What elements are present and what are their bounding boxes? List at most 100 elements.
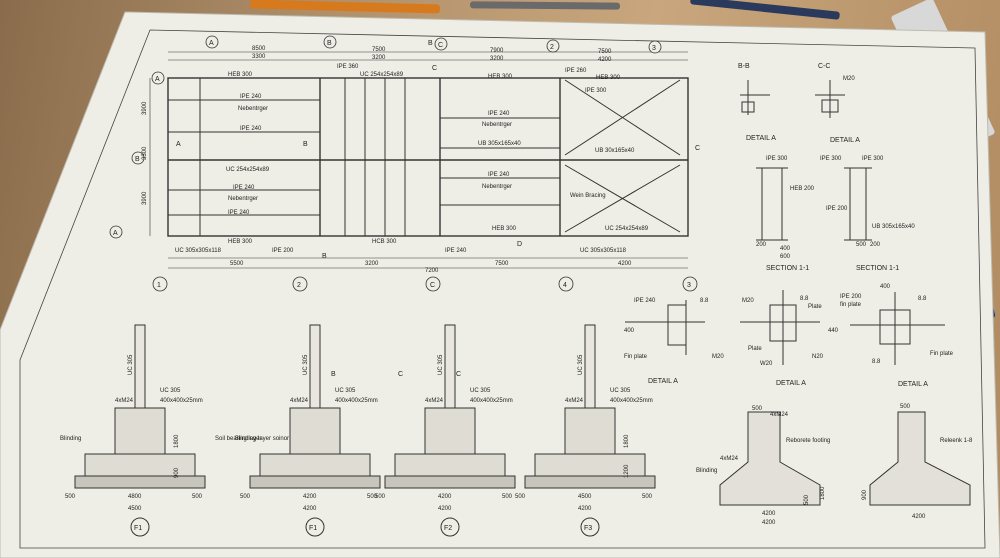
ret1-h2: 500 (804, 494, 810, 505)
axis-left-2: B (135, 156, 140, 163)
footing-pedestal (564, 407, 616, 455)
dm-88-4: 8.8 (872, 359, 881, 365)
section-mark-a: A (176, 141, 181, 148)
footing-mark-2: C (456, 371, 461, 378)
footing-anchor: 4xM24 (115, 398, 134, 404)
footing-dim-total: 4200 (303, 506, 317, 512)
footing-dim-total: 4200 (578, 506, 592, 512)
beam-ipe240-4: IPE 240 (228, 210, 250, 216)
dim-bot-4: 7500 (495, 261, 509, 267)
sec-ipe300-2: IPE 300 (820, 156, 842, 162)
footing-id: F3 (584, 525, 592, 532)
dim-top-4: 3200 (372, 55, 386, 61)
footing-mark: B (331, 371, 336, 378)
footing-column (444, 324, 456, 416)
beam-ipe240-2: IPE 240 (240, 126, 262, 132)
ret1-blind: Blinding (696, 468, 717, 474)
dm-detail-a-2: DETAIL A (776, 380, 806, 387)
ret1-w: 4200 (762, 511, 776, 517)
beam-ipe240-bot: IPE 240 (445, 248, 467, 254)
sec-dim-200: 200 (870, 242, 881, 248)
footing-h2: 1200 (624, 464, 630, 478)
dm-88-3: 8.8 (918, 296, 927, 302)
dm-ipe200: IPE 200 (840, 294, 862, 300)
ret1-anchor: 4xM24 (720, 456, 739, 462)
dim-bot-5: 4200 (618, 261, 632, 267)
footing-col-label: UC 305 (160, 388, 181, 394)
dim-top-2: 3300 (252, 54, 266, 60)
footing-base (259, 453, 371, 477)
footing-col-label: UC 305 (610, 388, 631, 394)
sec-ipe200: IPE 200 (826, 206, 848, 212)
beam-nebentrager-4: Nebentrger (482, 184, 512, 190)
beam-heb-bot-2: HCB 300 (372, 239, 397, 245)
dim-bot-3: 7200 (425, 268, 439, 274)
sec-dim-500: 500 (856, 242, 867, 248)
ret2-h: 900 (862, 489, 868, 500)
axis-top-1: A (209, 40, 214, 47)
sec-heb200: HEB 200 (790, 186, 815, 192)
section-mark-d: D (517, 241, 522, 248)
beam-heb-bot-1: HEB 300 (228, 239, 253, 245)
dm-m20-1: M20 (712, 354, 724, 360)
dm-fin-plate-3: Fin plate (930, 351, 954, 357)
sec-dim-600: 600 (780, 254, 791, 260)
dm-w20: W20 (760, 361, 773, 367)
footing-plate: 400x400x25mm (160, 398, 203, 404)
detail-a-top-2: DETAIL A (830, 137, 860, 144)
footing-dim-1: 500 (65, 494, 76, 500)
beam-uc305-left: UC 305x305x118 (175, 248, 222, 254)
beam-nebentrager-1: Nebentrger (238, 106, 268, 112)
axis-bot-3: C (430, 282, 435, 289)
dim-top-1: 8500 (252, 46, 266, 52)
beam-uc305-right: UC 305x305x118 (580, 248, 627, 254)
footing-h1: 1800 (174, 434, 180, 448)
section-mark-b3: B (428, 40, 433, 47)
footing-pedestal (289, 407, 341, 455)
footing-dim-1: 500 (375, 494, 386, 500)
dm-fin-plate: Fin plate (624, 354, 648, 360)
axis-bot-1: 1 (157, 282, 161, 289)
beam-ipe240-3: IPE 240 (233, 185, 255, 191)
footing-blinding-label: Blinding layer soinor (235, 436, 289, 442)
footing-anchor: 4xM24 (565, 398, 584, 404)
ret1-label: Reborete footing (786, 438, 830, 444)
detail-a-top-1: DETAIL A (746, 135, 776, 142)
beam-ipe200: IPE 200 (272, 248, 294, 254)
footing-col-vertical: UC 305 (303, 354, 309, 375)
footing-pedestal (114, 407, 166, 455)
dim-bot-2: 3200 (365, 261, 379, 267)
footing-dim-3: 500 (192, 494, 203, 500)
footing-h2: 900 (174, 467, 180, 478)
footing-plate: 400x400x25mm (470, 398, 513, 404)
beam-ipe240-5: IPE 240 (488, 111, 510, 117)
dim-top-7: 7500 (598, 49, 612, 55)
dm-dim-400: 400 (880, 284, 891, 290)
beam-ipe360-top: IPE 360 (337, 64, 359, 70)
footing-soil-label: Soil bearing layer (215, 436, 261, 442)
axis-bot-2: 2 (297, 282, 301, 289)
dm-n20: N20 (812, 354, 824, 360)
dm-88-1: 8.8 (700, 298, 709, 304)
footing-anchor: 4xM24 (425, 398, 444, 404)
dim-left-1: 3900 (142, 101, 148, 115)
footing-dim-3: 500 (367, 494, 378, 500)
detail-bb-title: B-B (738, 63, 750, 70)
beam-wein-bracing: Wein Bracing (570, 193, 606, 199)
footing-id-bubble (130, 517, 150, 537)
ret2-top: 500 (900, 404, 911, 410)
dim-bot-1: 5500 (230, 261, 244, 267)
beam-nebentrager-2: Nebentrger (228, 196, 258, 202)
footing-col-label: UC 305 (470, 388, 491, 394)
detail-cc-title: C-C (818, 63, 830, 70)
footing-col-vertical: UC 305 (578, 354, 584, 375)
footing-column (134, 324, 146, 416)
dm-dim-400b: 400 (624, 328, 635, 334)
footing-id-bubble (440, 517, 460, 537)
axis-top-3: C (438, 42, 443, 49)
section-mark-c2: C (695, 145, 700, 152)
footing-blinding (249, 475, 381, 489)
section-mark-b2: B (322, 253, 327, 260)
footing-plate: 400x400x25mm (335, 398, 378, 404)
sec-ub305: UB 305x165x40 (872, 224, 915, 230)
